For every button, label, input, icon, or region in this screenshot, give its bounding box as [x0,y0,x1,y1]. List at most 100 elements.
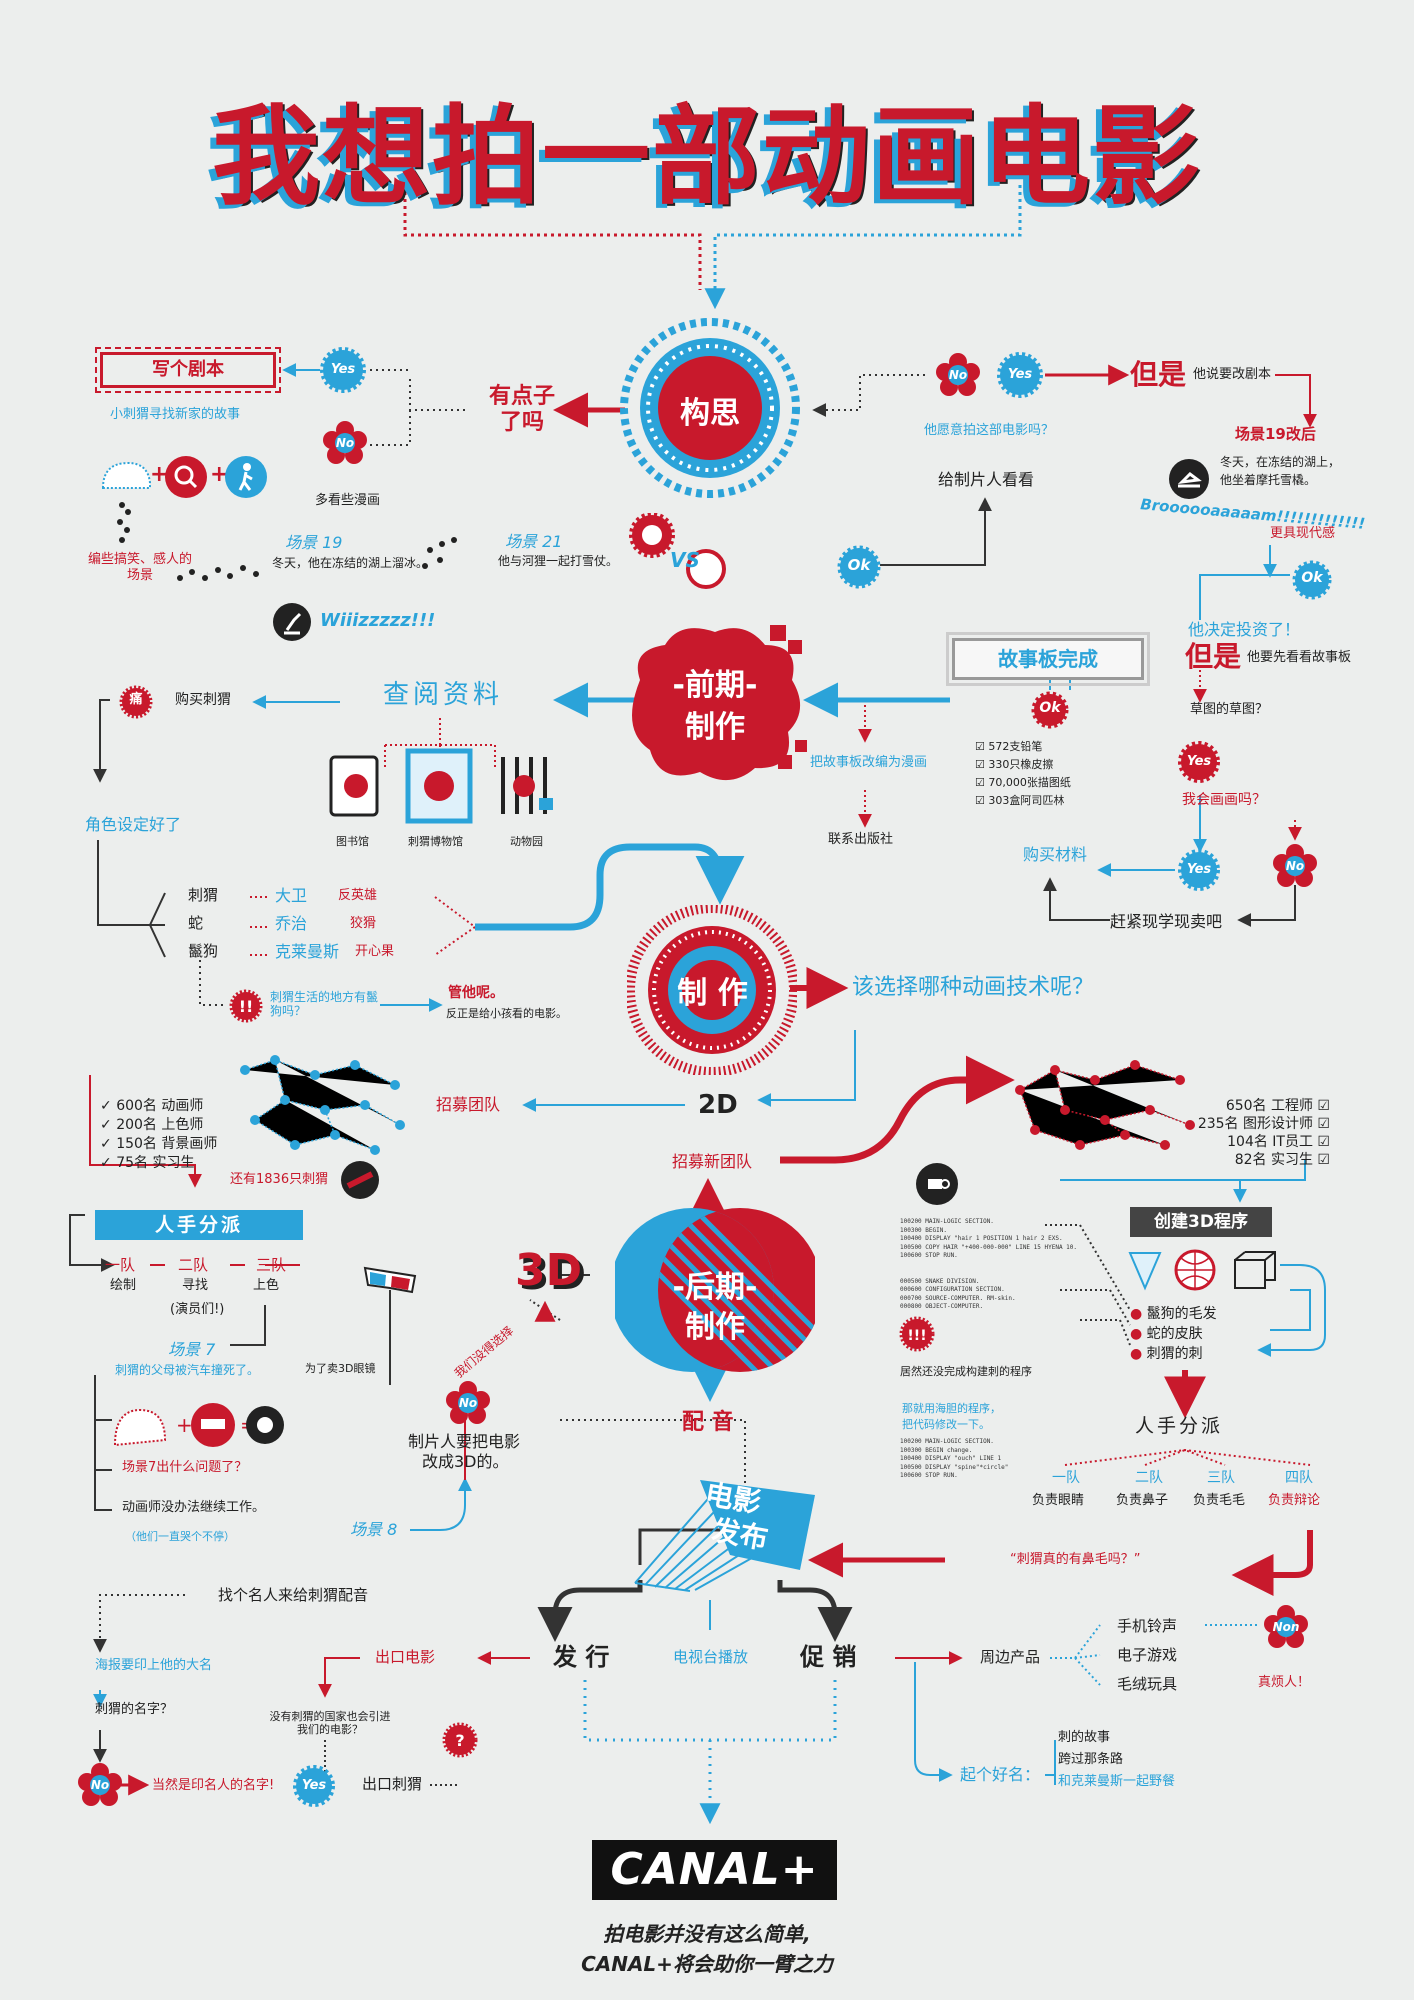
material-text: 70,000张描图纸 [988,776,1071,789]
material-item: ☑ 330只橡皮擦 [975,758,1054,771]
yes-badge [1178,741,1220,783]
create-3d-label: 创建3D程序 [1154,1212,1248,1232]
production-wheel [627,905,797,1075]
search-icon [165,456,207,498]
code-line: 000600 CONFIGURATION SECTION. [900,1286,1005,1293]
walking-icon [225,456,267,498]
alert-badge: !!! [899,1316,935,1352]
assign-label: 人手分派 [154,1214,243,1236]
label-2d: 2D [698,1090,738,1120]
team-2d-list: ✓ 600名 动画师 ✓ 200名 上色师 ✓ 150名 背景画师 ✓ 75名 … [100,1095,217,1171]
material-text: 303盒阿司匹林 [988,794,1065,807]
non-badge [1264,1605,1308,1648]
feature-text: 刺猬的刺 [1146,1346,1203,1362]
funny-scenes: 编些搞笑、感人的场景 [87,552,192,583]
distribution-label: 发 行 [553,1643,610,1671]
yes-badge [1178,849,1220,891]
code-line: 000800 OBJECT-COMPUTER. [900,1303,984,1310]
name-option: 跨过那条路 [1058,1752,1124,1767]
cast-animal: 蛇 [188,914,204,932]
feature-text: 鬣狗的毛发 [1146,1306,1217,1322]
question-badge: ? [442,1722,478,1758]
learn-now: 赶紧现学现卖吧 [1110,912,1223,931]
character-done: 角色设定好了 [85,815,182,834]
invest-label: 他决定投资了！ [1188,620,1301,639]
scene19-changed-text2: 他坐着摩托雪橇。 [1220,473,1317,487]
code-line: 100200 MAIN-LOGIC SECTION. [900,1218,994,1225]
animators-cant: 动画师没办法继续工作。 [122,1500,266,1515]
yes-badge-label: Yes [301,1778,327,1793]
create-3d-box: 创建3D程序 [1130,1207,1272,1237]
team-2d-text: 600名 动画师 [116,1098,204,1114]
ok-badge [1031,691,1069,729]
svg-text:+: + [176,1413,193,1437]
cast-actor: 大卫 [275,886,308,905]
cast-animal: 刺猬 [188,886,219,904]
yes-badge [293,1765,335,1807]
team2-task2: (演员们!) [170,1302,225,1317]
see-storyboard: 他要先看看故事板 [1247,650,1352,665]
title-connector-red [403,185,702,290]
team2-task1: 寻找 [182,1278,209,1293]
scene19-label: 场景 19 [285,533,343,552]
but-label-2: 但是 [1185,640,1242,673]
contact-publisher: 联系出版社 [828,832,894,847]
merch-label: 周边产品 [980,1648,1041,1666]
scene19-changed-text1: 冬天，在冻结的湖上， [1220,455,1341,469]
hedgehog-car-crash: + = [113,1403,284,1447]
yes-badge [997,352,1043,398]
export-film: 出口电影 [375,1648,436,1666]
no-badge-label: No [335,436,355,450]
change-script: 他说要改剧本 [1193,367,1272,382]
code-snippet: 100200 MAIN-LOGIC SECTION. 100300 BEGIN.… [900,1218,1130,1312]
sell-glasses: 为了卖3D眼镜 [305,1362,376,1375]
celebrity-voice: 找个名人来给刺猬配音 [218,1586,369,1604]
storyboard-box: 故事板完成 [946,632,1150,686]
no-badge-label: No [948,368,968,382]
old-code-1: 那就用海胆的程序， [902,1402,1001,1415]
materials-list: ☑ 572支铅笔 ☑ 330只橡皮擦 ☑ 70,000张描图纸 ☑ 303盒阿司… [975,738,1071,810]
team-3d-list: 650名 工程师 ☑ 235名 图形设计师 ☑ 104名 IT员工 ☑ 82名 … [1190,1095,1330,1168]
snowmobile-icon [1169,459,1209,499]
code-line: 000700 SOURCE-COMPUTER. RM-skin. [900,1294,1016,1302]
team-3d-text: 235名 图形设计师 [1197,1116,1313,1132]
which-technique: 该选择哪种动画技术呢？ [852,975,1095,1000]
concept-wheel [620,318,800,498]
preproduction-label-1: -前期- [672,668,758,703]
team-3d-text: 104名 IT员工 [1227,1134,1313,1150]
material-item: ☑ 303盒阿司匹林 [975,794,1065,807]
svg-text:!!: !! [239,997,254,1016]
not-built: 居然还没完成构建刺的程序 [900,1365,1032,1378]
team-2d-text: 75名 实习生 [116,1155,195,1171]
read-comics: 多看些漫画 [315,493,381,508]
hedgehog-icon [101,461,151,489]
library-label: 图书馆 [336,835,369,848]
team1-task: 绘制 [110,1278,137,1293]
canal-logo-text: CANAL+ [610,1844,819,1895]
feature-item: ● 蛇的皮肤 [1130,1326,1203,1342]
post-label-1: -后期- [672,1270,758,1305]
page-title: 我想拍一部动画电影 [211,95,1202,220]
material-item: ☑ 70,000张描图纸 [975,776,1071,789]
poster-name: 海报要印上他的大名 [95,1658,213,1673]
cast-question: 刺猬生活的地方有鬣狗吗？ [270,990,379,1019]
adapt-comic: 把故事板改编为漫画 [810,755,928,770]
coffee-icon [916,1163,958,1205]
scene7-problem: 场景7出什么问题了？ [122,1460,248,1475]
ok-label: Ok [1039,700,1061,716]
assign2-task: 负责眼睛 [1032,1493,1085,1508]
still-hedgehogs: 还有1836只刺猬 [230,1172,329,1187]
team3-label: 三队 [256,1256,287,1274]
storyboard-label: 故事板完成 [998,647,1098,671]
no-hedgehog-country: 没有刺猬的国家也会引进我们的电影？ [269,1710,391,1737]
scene21-label: 场景 21 [505,532,563,551]
team1-label: 一队 [105,1256,136,1274]
team-3d-text: 650名 工程师 [1225,1098,1313,1114]
no-badge-label: No [1285,859,1305,873]
pain-label: 痛 [129,692,143,707]
ok-badge [1292,560,1332,600]
material-item: ☑ 572支铅笔 [975,740,1043,753]
yes-badge-label: Yes [330,362,356,377]
scene19-text: 冬天，他在冻结的湖上溜冰。 [272,556,429,570]
